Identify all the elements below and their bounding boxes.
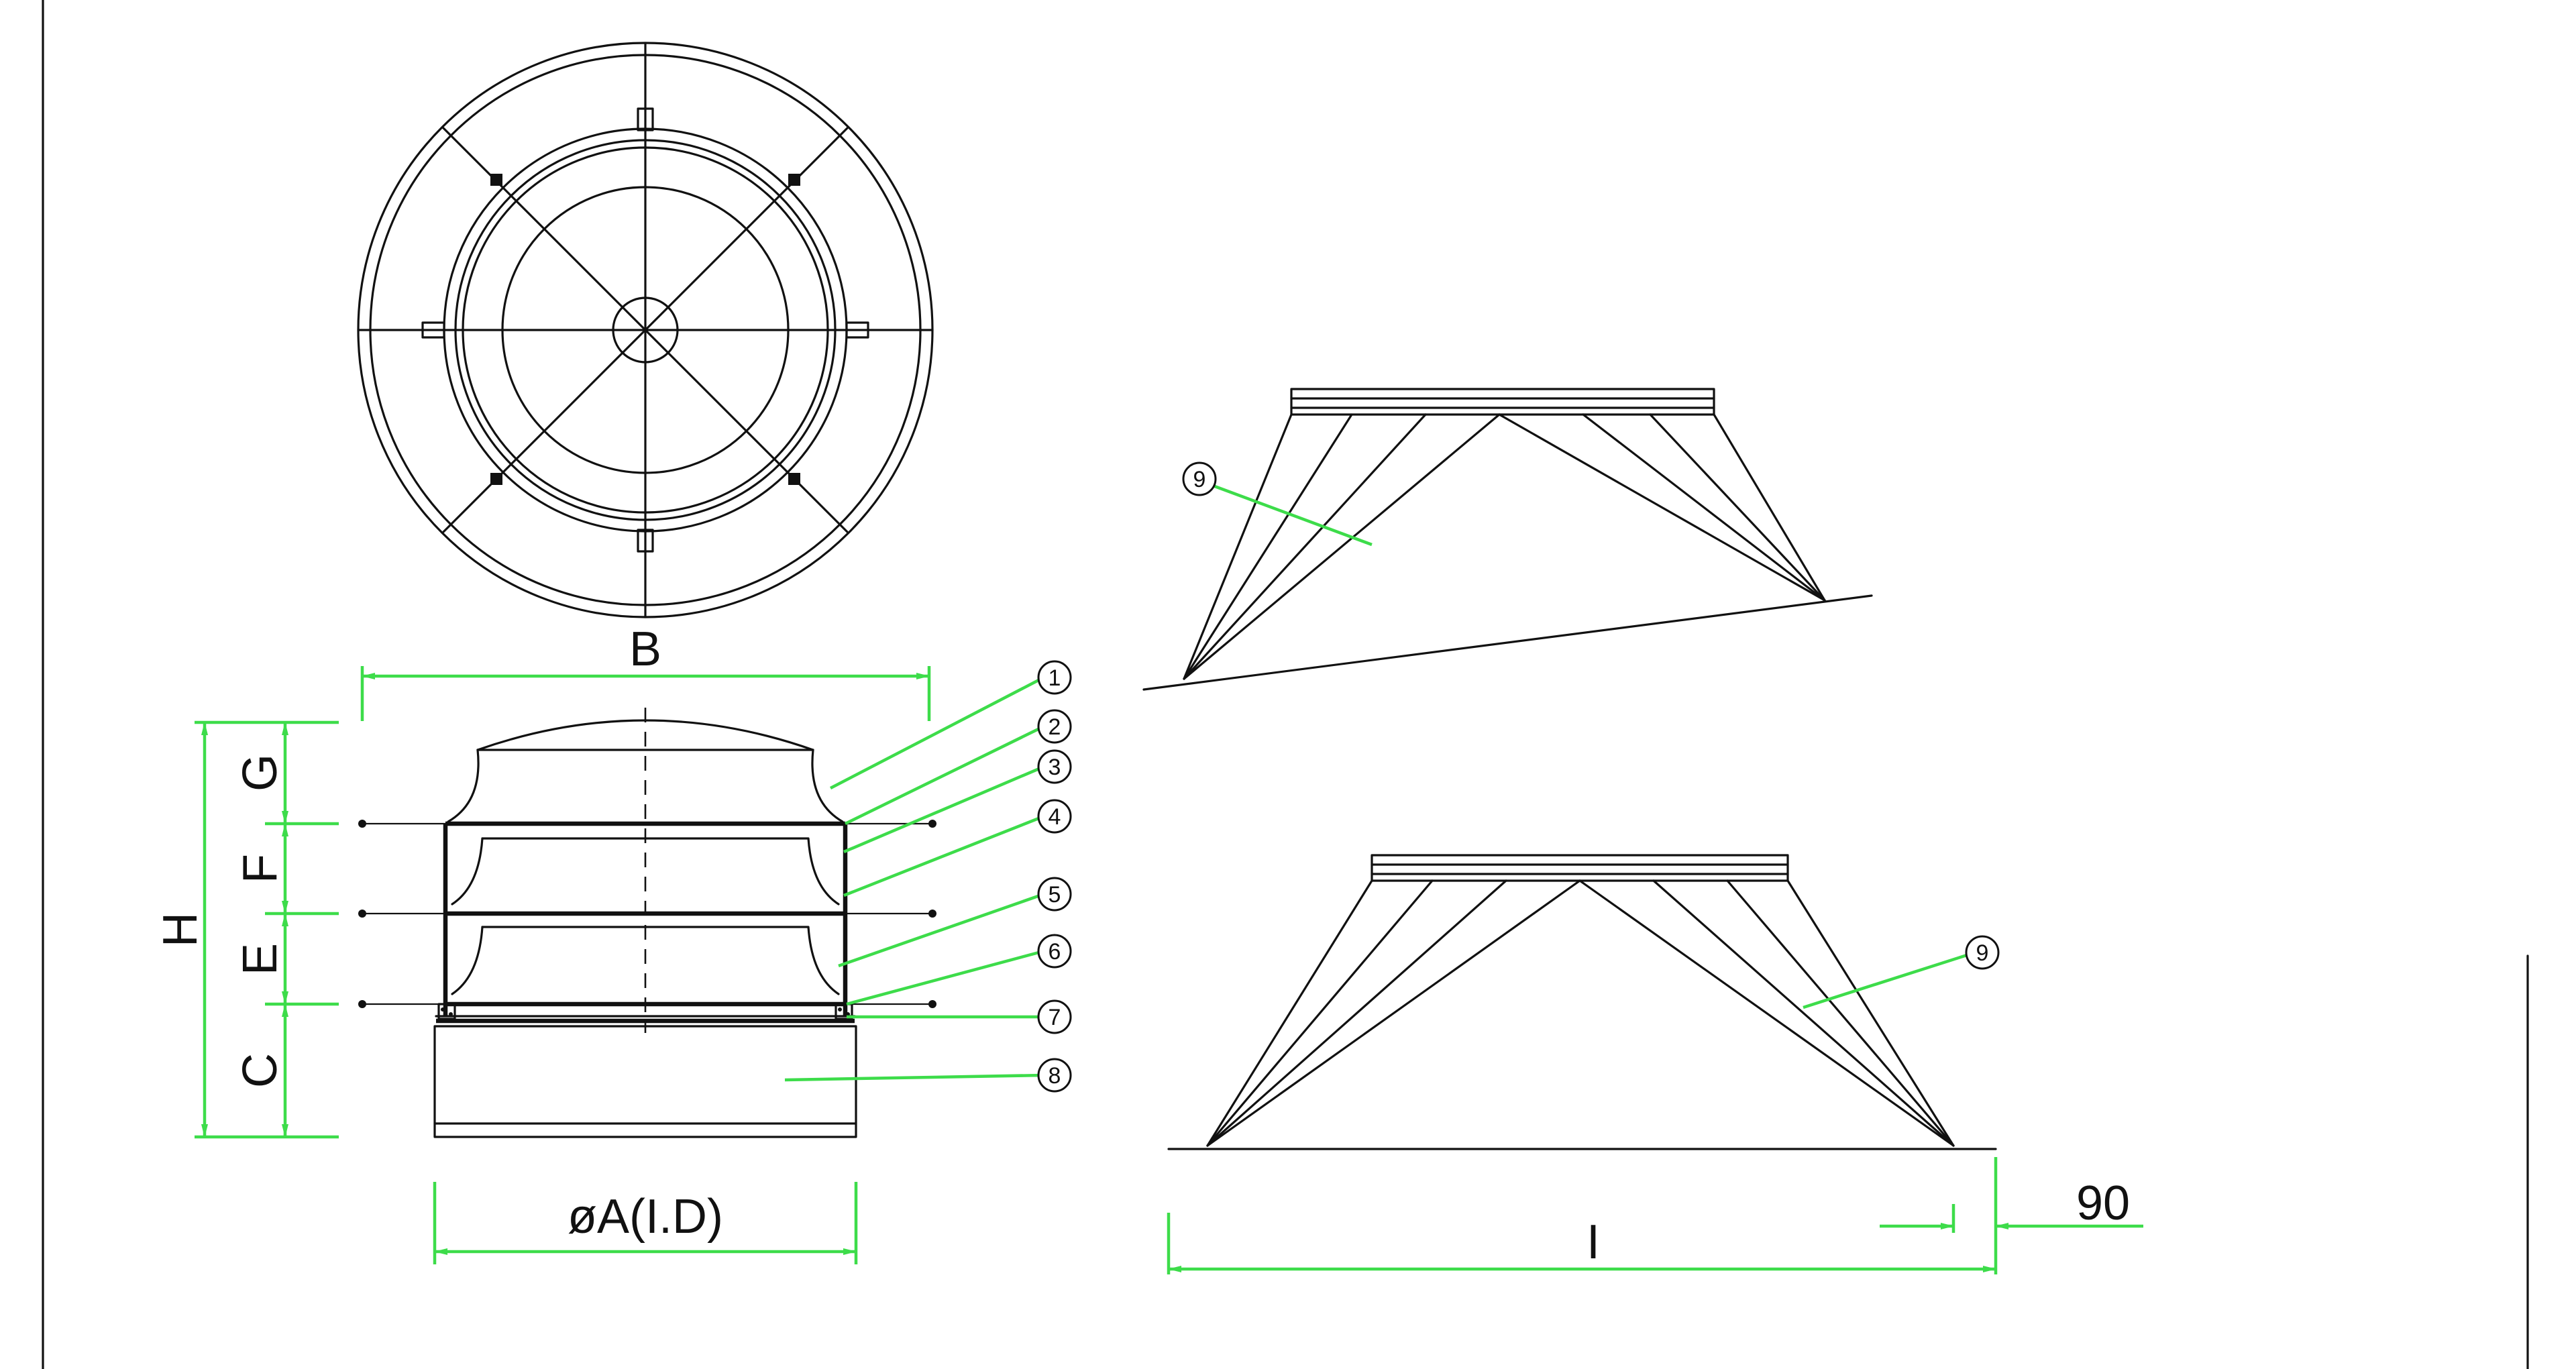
callout-6: 6 [1037, 934, 1072, 969]
callout-1-number: 1 [1049, 665, 1061, 691]
callout-9-sloped-number: 9 [1193, 467, 1206, 492]
dim-b-label: B [629, 622, 661, 676]
callout-9-flat: 9 [1965, 935, 2000, 970]
flat-mount-dimensions [1167, 1157, 2143, 1274]
callout-5-number: 5 [1049, 882, 1061, 908]
dim-i-label: I [1587, 1215, 1600, 1269]
callout-1: 1 [1037, 660, 1072, 695]
callout-3: 3 [1037, 749, 1072, 784]
dim-h-label: H [154, 912, 207, 947]
callout-2: 2 [1037, 709, 1072, 744]
dim-e-label: E [233, 943, 287, 975]
side-view [358, 708, 936, 1138]
dim-g-label: G [233, 754, 287, 791]
callout-4: 4 [1037, 799, 1072, 834]
callout-9-flat-number: 9 [1976, 940, 1989, 966]
dim-a-label: øA(I.D) [568, 1190, 723, 1244]
callout-4-number: 4 [1049, 804, 1061, 830]
callout-2-number: 2 [1049, 714, 1061, 740]
dim-90-label: 90 [2076, 1176, 2130, 1230]
dim-c-label: C [233, 1053, 287, 1088]
callout-7-number: 7 [1049, 1005, 1061, 1030]
callout-8: 8 [1037, 1058, 1072, 1093]
callout-8-number: 8 [1049, 1063, 1061, 1089]
side-view-labels: B øA(I.D) H G F E C [154, 622, 723, 1244]
flat-roof-mount [1167, 854, 1997, 1150]
callout-7: 7 [1037, 999, 1072, 1034]
side-view-dimensions [195, 666, 1045, 1264]
dim-f-label: F [233, 854, 287, 883]
top-view [357, 42, 934, 618]
sloped-roof-mount [1142, 388, 1873, 691]
sheet-border [42, 0, 2529, 1369]
callout-5: 5 [1037, 877, 1072, 912]
callout-3-number: 3 [1049, 755, 1061, 780]
callout-9-sloped: 9 [1182, 461, 1217, 496]
callout-6-number: 6 [1049, 939, 1061, 965]
